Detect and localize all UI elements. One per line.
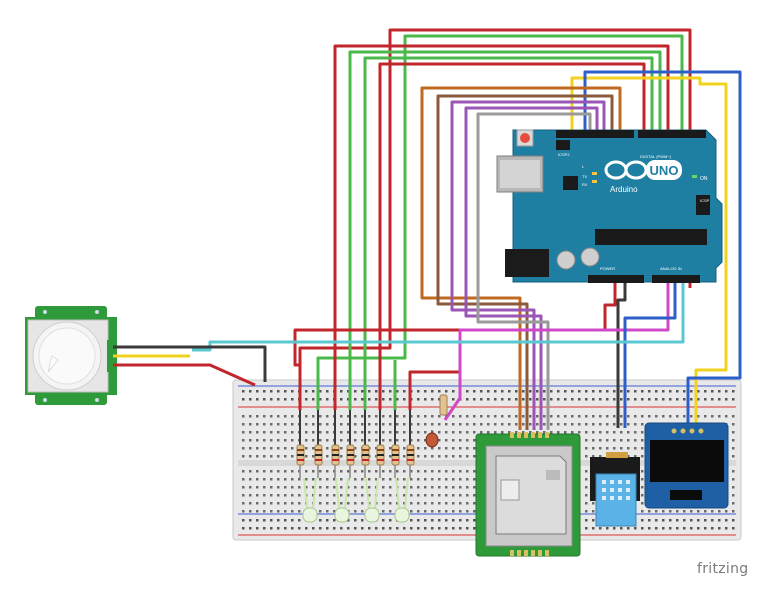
- wire-red-5: [293, 280, 617, 367]
- led: [334, 477, 350, 523]
- wire-red-6: [190, 363, 256, 387]
- wire-green: [316, 34, 684, 410]
- pir-pins: [113, 345, 190, 367]
- wire-brown: [436, 94, 614, 430]
- analog-label: ANALOG IN: [660, 266, 682, 271]
- resistors: [296, 410, 415, 478]
- rx-label: RX: [582, 182, 588, 187]
- led: [302, 477, 318, 523]
- icsp2-label: ICSP2: [558, 152, 570, 157]
- oled-display: [644, 422, 729, 509]
- sd-card-module: [475, 432, 581, 557]
- tx-label: TX: [582, 174, 587, 179]
- wire-gray: [476, 112, 592, 430]
- pir-motion-sensor: [25, 306, 117, 405]
- led: [394, 477, 410, 523]
- wire-blue-2: [623, 280, 677, 428]
- logo-text: UNO: [650, 163, 679, 178]
- reset-label: RESET: [522, 125, 536, 130]
- power-label: POWER: [600, 266, 615, 271]
- wire-blue: [583, 70, 742, 428]
- wire-magenta: [443, 280, 670, 421]
- wire-yellow: [570, 76, 728, 428]
- atmega-chip: [595, 229, 707, 245]
- breadboard-holes: [242, 390, 735, 530]
- sd-pins: [510, 432, 549, 556]
- wire-red-2: [333, 44, 670, 410]
- on-label: ON: [700, 176, 708, 182]
- dht-temperature-sensor: [590, 452, 640, 527]
- digital-label: DIGITAL (PWM~): [640, 154, 672, 159]
- wire-red-4: [408, 370, 460, 410]
- led: [364, 477, 380, 523]
- arduino-logo: UNO Arduino: [604, 160, 682, 194]
- brand-text: Arduino: [610, 185, 638, 194]
- leds: [302, 477, 410, 523]
- wire-dark-3: [190, 345, 267, 382]
- fritzing-watermark: fritzing: [697, 561, 749, 577]
- wire-red-3: [378, 62, 646, 410]
- wire-dark-2: [616, 280, 627, 428]
- arduino-uno-board: UNO Arduino RESET ICSP2 DIGITAL (PWM~) P…: [496, 125, 723, 283]
- wire-orange: [420, 86, 622, 430]
- photoresistor: [425, 394, 448, 448]
- wire-green-2: [348, 50, 662, 410]
- wire-red: [298, 28, 692, 410]
- l-label: L: [582, 164, 585, 169]
- wires: [190, 28, 742, 430]
- wire-purple-2: [464, 106, 599, 430]
- power-jack: [505, 249, 549, 277]
- icsp-label: ICSP: [700, 198, 710, 203]
- wire-cyan: [192, 280, 685, 352]
- wire-green-3: [363, 56, 654, 410]
